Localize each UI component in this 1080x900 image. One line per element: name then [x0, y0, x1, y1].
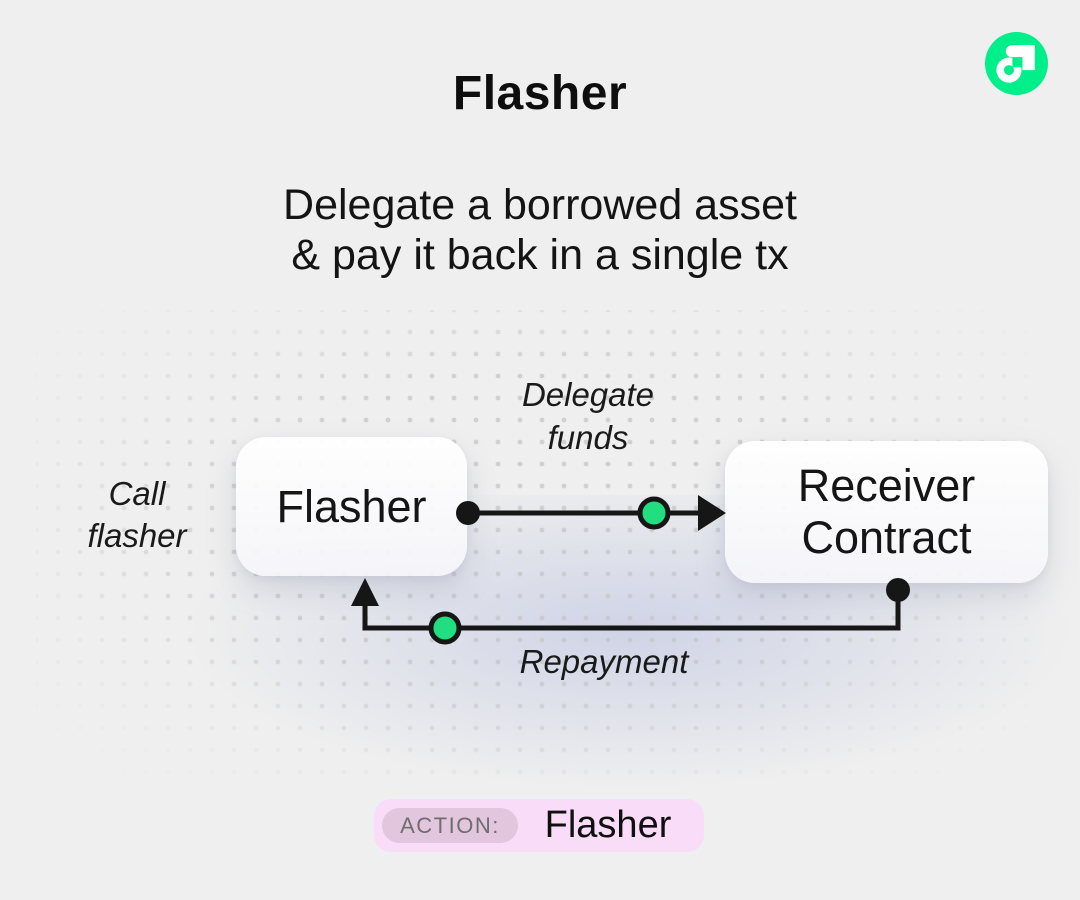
- action-badge-label: ACTION:: [382, 808, 518, 843]
- flasher-node: Flasher: [236, 437, 467, 576]
- delegate-funds-label: Delegate funds: [521, 376, 655, 456]
- flasher-node-label: Flasher: [276, 480, 427, 532]
- call-flasher-label: Call flasher: [87, 475, 187, 554]
- repayment-label: Repayment: [519, 643, 689, 680]
- page-title: Flasher: [452, 67, 628, 120]
- action-badge: ACTION: Flasher: [374, 799, 704, 852]
- action-badge-value: Flasher: [544, 804, 672, 846]
- receiver-contract-node: Receiver Contract: [725, 441, 1048, 583]
- flow-logo-svg: [985, 32, 1048, 95]
- page-subtitle: Delegate a borrowed asset & pay it back …: [283, 181, 797, 279]
- receiver-contract-node-label: Receiver Contract: [797, 460, 976, 563]
- flow-logo-icon: [985, 32, 1048, 95]
